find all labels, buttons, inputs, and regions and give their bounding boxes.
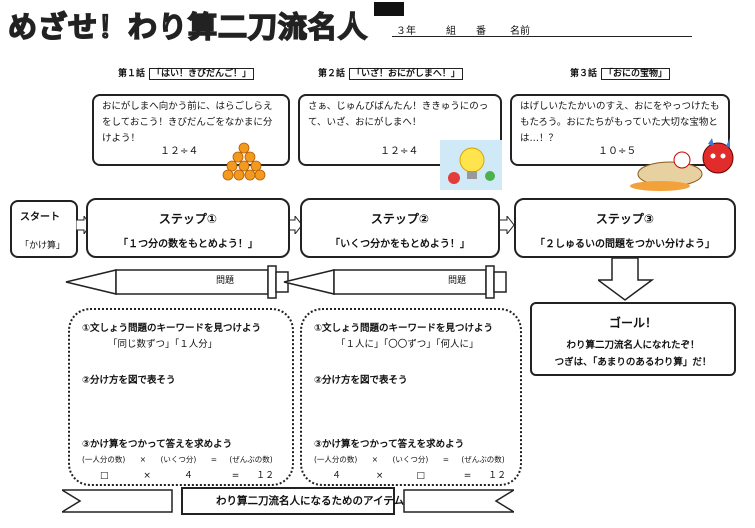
step-heading: ステップ① [158,212,218,226]
step-3-box: ステップ③ 「２しゅるいの問題をつかい分けよう」 [514,198,736,258]
arrow-right-icon [498,216,514,234]
balloon-bulb-icon [440,140,502,190]
step-2-box: ステップ② 「いくつ分かをもとめよう！」 [300,198,500,258]
worksheet-q3: ③かけ算をつかって答えを求めよう [82,439,233,450]
worksheet-2: ①文しょう問題のキーワードを見つけよう 「１人に」「〇〇ずつ」「何人に」 ②分け… [300,308,522,486]
story-text: さぁ、じゅんびばんたん！ききゅうにのって、いざ、おにがしまへ！ [308,101,489,128]
grade-label: ３年 [396,26,416,37]
story-calc: １２÷４ [380,146,419,157]
story-text: はげしいたたかいのすえ、おにをやっつけたももたろう。おにたちがもっていた大切な宝… [520,101,720,144]
equation-headers: (一人分の数) × (いくつ分) = (ぜんぶの数) [314,454,505,465]
eq-value: ４ [183,471,193,481]
step-heading: ステップ③ [595,212,655,226]
eq-value: □ [100,471,109,481]
worksheet-1: ①文しょう問題のキーワードを見つけよう 「同じ数ずつ」「１人分」 ②分け方を図で… [68,308,294,486]
eq-header: (一人分の数) [314,455,358,464]
eq-header: × [371,455,379,464]
start-label: スタート [20,212,60,223]
goal-box: ゴール！ わり算二刀流名人になれたぞ！ つぎは、「あまりのあるわり算」だ！ [530,302,736,376]
class-label: 組 [446,26,456,37]
step-text: 「いくつ分かをもとめよう！」 [330,239,470,250]
start-sub: 「かけ算」 [20,241,66,251]
worksheet-q2: ②分け方を図で表そう [314,375,408,386]
story-calc: １０÷５ [598,146,637,157]
equation-values: □ × ４ = １２ [100,468,274,481]
pencil-icon [65,265,289,299]
pencil-icon [283,265,507,299]
dumpling-pile-icon [222,142,266,181]
story-scroll-3: はげしいたたかいのすえ、おにをやっつけたももたろう。おにたちがもっていた大切な宝… [510,94,730,166]
eq-value: ４ [332,471,342,481]
eq-header: × [139,455,147,464]
eq-value: □ [416,471,425,481]
episode-1-title: 第１話「はい！きびだんご！」 [118,66,255,80]
eq-header: = [210,455,217,464]
student-info-line: ３年 組 番 名前 [392,22,692,37]
worksheet-q1: ①文しょう問題のキーワードを見つけよう [314,323,494,334]
start-box: スタート 「かけ算」 [10,200,78,258]
goal-line-2: つぎは、「あまりのあるわり算」だ！ [554,357,712,368]
eq-value: = [463,471,472,481]
item-banner-ribbon [62,487,514,515]
page-title: めざせ！わり算二刀流名人 [7,9,369,45]
goal-heading: ゴール！ [608,316,657,330]
story-text: おにがしまへ向かう前に、はらごしらえをしておこう！きびだんごをなかまに分けよう！ [102,101,273,144]
eq-value: × [375,471,384,481]
equation-headers: (一人分の数) × (いくつ分) = (ぜんぶの数) [82,454,273,465]
worksheet-q3: ③かけ算をつかって答えを求めよう [314,439,465,450]
treasure-and-oni-icon [630,138,734,191]
eq-value: １２ [488,471,507,481]
arrow-down-icon [598,258,654,301]
name-label: 名前 [510,26,530,37]
worksheet-q2: ②分け方を図で表そう [82,375,176,386]
eq-value: = [231,471,240,481]
goal-line-1: わり算二刀流名人になれたぞ！ [566,340,700,351]
episode-3-title: 第３話「おにの宝物」 [570,66,671,80]
item-banner-text: わり算二刀流名人になるためのアイテム [216,495,404,507]
pencil-label: 問題 [448,276,467,286]
eq-value: × [143,471,151,481]
eq-header: (ぜんぶの数) [229,455,273,464]
story-calc: １２÷４ [160,146,199,157]
step-text: 「２しゅるいの問題をつかい分けよう」 [535,239,715,250]
eq-header: (いくつ分) [160,455,197,464]
eq-header: (一人分の数) [82,455,126,464]
number-label: 番 [476,26,486,37]
step-heading: ステップ② [370,212,430,226]
black-tab [374,2,404,16]
worksheet-keywords: 「同じ数ずつ」「１人分」 [108,339,218,350]
worksheet-q1: ①文しょう問題のキーワードを見つけよう [82,323,262,334]
pencil-label: 問題 [216,276,235,286]
step-1-box: ステップ① 「１つ分の数をもとめよう！」 [86,198,290,258]
eq-header: = [442,455,449,464]
worksheet-keywords: 「１人に」「〇〇ずつ」「何人に」 [336,339,479,350]
equation-values: ４ × □ = １２ [332,468,506,481]
step-text: 「１つ分の数をもとめよう！」 [118,239,258,250]
eq-value: １２ [256,471,275,481]
eq-header: (ぜんぶの数) [461,455,505,464]
story-scroll-1: おにがしまへ向かう前に、はらごしらえをしておこう！きびだんごをなかまに分けよう！… [92,94,290,166]
eq-header: (いくつ分) [392,455,429,464]
episode-2-title: 第２話「いざ！おにがしまへ！」 [318,66,463,80]
